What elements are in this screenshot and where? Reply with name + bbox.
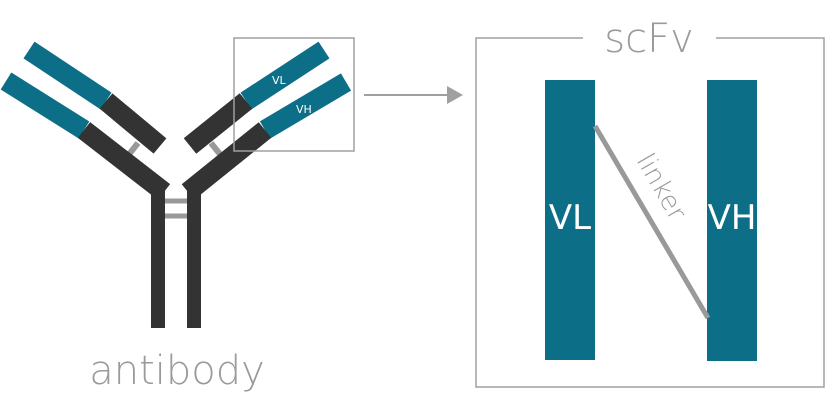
scfv-title: scFv: [604, 16, 694, 62]
antibody-label: antibody: [89, 348, 265, 394]
antibody-structure: VL VH: [0, 41, 352, 328]
small-vh-label: VH: [296, 103, 312, 116]
scfv-frame: [475, 37, 825, 388]
small-vl-label: VL: [272, 74, 287, 87]
big-vl-label: VL: [549, 198, 591, 238]
left-light-constant: [99, 93, 167, 154]
left-light-variable: [23, 41, 112, 110]
zoom-selection-box: [233, 37, 355, 152]
linker-label: linker: [630, 149, 692, 226]
vh-domain: [707, 80, 757, 361]
linker-line: [592, 124, 711, 320]
right-heavy-constant: [181, 122, 272, 200]
vl-domain: [545, 80, 595, 360]
left-heavy-variable: [0, 72, 90, 139]
scfv-panel: scFv linker VL VH: [475, 16, 825, 388]
right-light-constant: [183, 93, 253, 154]
right-arrow-icon: [364, 86, 463, 104]
left-heavy-constant: [77, 122, 171, 200]
right-light-variable: [240, 41, 330, 110]
right-heavy-variable: [259, 73, 352, 139]
big-vh-label: VH: [708, 198, 757, 238]
